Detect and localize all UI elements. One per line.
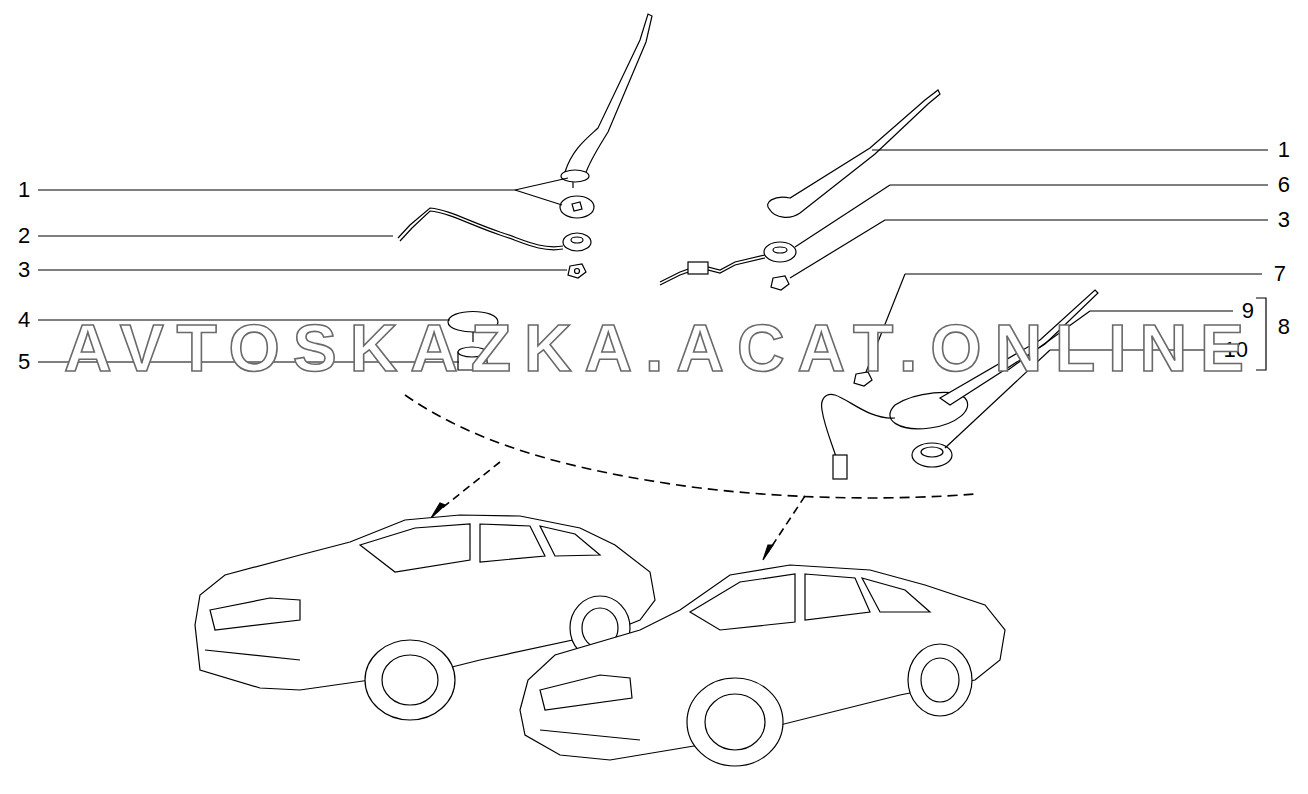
- callout-number: 4: [18, 309, 30, 331]
- callout-number: 1: [18, 179, 30, 201]
- callout-number: 6: [1278, 174, 1290, 196]
- callout-number: 2: [18, 225, 30, 247]
- callout-number: 8: [1278, 316, 1290, 338]
- callout-number: 5: [18, 351, 30, 373]
- callout-number: 7: [1274, 263, 1286, 285]
- callout-number: 3: [1278, 209, 1290, 231]
- callout-number: 3: [18, 259, 30, 281]
- watermark: AVTOSKAZKA.ACAT.ONLINE: [64, 315, 1257, 381]
- callout-number: 1: [1278, 139, 1290, 161]
